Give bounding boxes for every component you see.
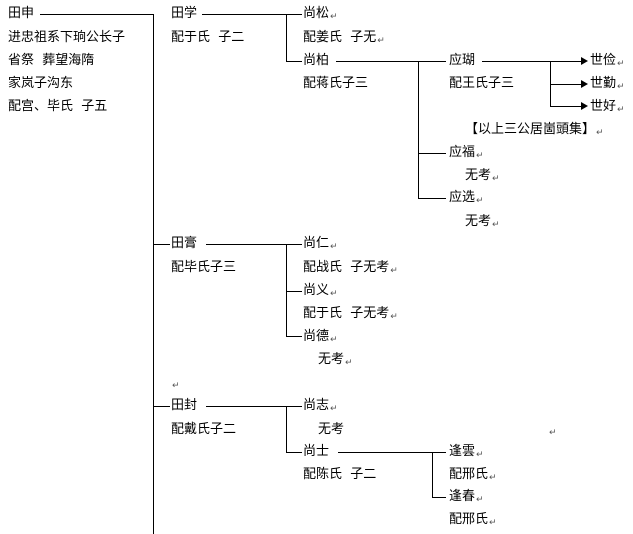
grandson-branch-line xyxy=(418,61,419,199)
son-spouse: 配戴氏子二 xyxy=(171,422,237,437)
grandson-name: 尚义↵ xyxy=(303,283,338,299)
great-grandson-name: 应福↵ xyxy=(449,145,484,161)
paragraph-mark-icon: ↵ xyxy=(596,128,604,138)
paragraph-mark-icon: ↵ xyxy=(330,12,338,22)
great-grandson-note: 无考↵ xyxy=(465,168,500,184)
grandson-note: 配于氏 子无考↵ xyxy=(303,306,398,322)
great-grandson-note: 配邢氏↵ xyxy=(449,512,497,528)
root-bio-line: 配宫、毕氏 子五 xyxy=(8,99,108,114)
descendant-name: 世俭↵ xyxy=(590,53,625,69)
son-branch-line xyxy=(286,406,287,453)
paragraph-mark-icon: ↵ xyxy=(330,242,338,252)
root-bio-line: 家岚子沟东 xyxy=(8,76,74,91)
son-spouse: 配毕氏子三 xyxy=(171,260,237,275)
grandson-name: 尚仁↵ xyxy=(303,236,338,252)
branch-tick-line xyxy=(286,61,302,62)
stray-paragraph-mark: ↵ xyxy=(548,422,557,441)
paragraph-mark-icon: ↵ xyxy=(489,473,497,483)
paragraph-mark-icon: ↵ xyxy=(390,312,398,322)
great-grandson-name: 逢春↵ xyxy=(449,489,484,505)
paragraph-mark-icon: ↵ xyxy=(617,59,625,69)
paragraph-mark-icon: ↵ xyxy=(330,289,338,299)
great-grandson-name: 应选↵ xyxy=(449,190,484,206)
grandson-note: 配战氏 子无考↵ xyxy=(303,260,398,276)
grandson-connector-line xyxy=(338,452,446,453)
paragraph-mark-icon: ↵ xyxy=(617,82,625,92)
grandson-note: 配姜氏 子无↵ xyxy=(303,30,385,46)
branch-tick-line xyxy=(286,291,302,292)
grandson-connector-line xyxy=(336,61,446,62)
grandson-name: 尚士 xyxy=(303,444,330,459)
grandson-name: 尚志↵ xyxy=(303,398,338,414)
great-grandson-name: 逢雲↵ xyxy=(449,444,484,460)
grandson-name: 尚松↵ xyxy=(303,6,338,22)
great-grandson-name: 应瑚 xyxy=(449,53,476,68)
paragraph-mark-icon: ↵ xyxy=(476,196,484,206)
branch-tick-line xyxy=(550,84,582,85)
grandson-note: 无考 xyxy=(318,422,345,437)
paragraph-mark-icon: ↵ xyxy=(330,335,338,345)
arrow-right-icon xyxy=(581,102,588,110)
paragraph-mark-icon: ↵ xyxy=(492,220,500,230)
arrow-right-icon xyxy=(581,57,588,65)
descendant-name: 世勤↵ xyxy=(590,76,625,92)
paragraph-mark-icon: ↵ xyxy=(476,495,484,505)
son-name: 田封 xyxy=(171,398,198,413)
paragraph-mark-icon: ↵ xyxy=(390,266,398,276)
branch-tick-line xyxy=(418,153,446,154)
great-grandson-note: 无考↵ xyxy=(465,214,500,230)
descendant-name: 世好↵ xyxy=(590,99,625,115)
paragraph-mark-icon: ↵ xyxy=(549,428,557,438)
arrow-right-icon xyxy=(581,80,588,88)
grandson-branch-line xyxy=(432,452,433,498)
grandson-note: 无考↵ xyxy=(318,352,353,368)
empty-paragraph: ↵ xyxy=(171,375,180,394)
great-grandson-connector-line xyxy=(482,61,582,62)
son-spouse: 配于氏 子二 xyxy=(171,30,245,45)
great-grandson-note: 配王氏子三 xyxy=(449,76,515,91)
branch-tick-line xyxy=(550,106,582,107)
root-trunk-line xyxy=(153,14,154,534)
branch-tick-line xyxy=(418,198,446,199)
great-grandson-note: 配邢氏↵ xyxy=(449,467,497,483)
root-bio-line: 省祭 葬望海隋 xyxy=(8,53,95,68)
branch-tick-line xyxy=(286,452,302,453)
son-name: 田膏 xyxy=(171,236,198,251)
paragraph-mark-icon: ↵ xyxy=(377,36,385,46)
branch-tick-line xyxy=(153,244,170,245)
grandson-name: 尚柏 xyxy=(303,53,330,68)
branch-tick-line xyxy=(432,497,446,498)
paragraph-mark-icon: ↵ xyxy=(172,381,180,391)
paragraph-mark-icon: ↵ xyxy=(345,358,353,368)
son-branch-line xyxy=(286,14,287,62)
grandson-note: 配陈氏 子二 xyxy=(303,467,377,482)
paragraph-mark-icon: ↵ xyxy=(476,151,484,161)
son-connector-line xyxy=(206,406,302,407)
paragraph-mark-icon: ↵ xyxy=(489,518,497,528)
son-name: 田学 xyxy=(171,6,198,21)
paragraph-mark-icon: ↵ xyxy=(617,105,625,115)
paragraph-mark-icon: ↵ xyxy=(476,450,484,460)
grandson-note: 配蒋氏子三 xyxy=(303,76,369,91)
root-bio-line: 进忠祖系下珦公长子 xyxy=(8,30,126,45)
root-name: 田申 xyxy=(8,6,35,21)
son-connector-line xyxy=(206,244,302,245)
son-branch-line xyxy=(286,244,287,337)
branch-tick-line xyxy=(153,406,170,407)
grandson-name: 尚德↵ xyxy=(303,329,338,345)
son-connector-line xyxy=(202,14,302,15)
root-connector-line xyxy=(40,14,154,15)
residence-annotation: 【以上三公居崮頭集】↵ xyxy=(465,122,604,138)
branch-tick-line xyxy=(286,336,302,337)
paragraph-mark-icon: ↵ xyxy=(492,174,500,184)
paragraph-mark-icon: ↵ xyxy=(330,404,338,414)
